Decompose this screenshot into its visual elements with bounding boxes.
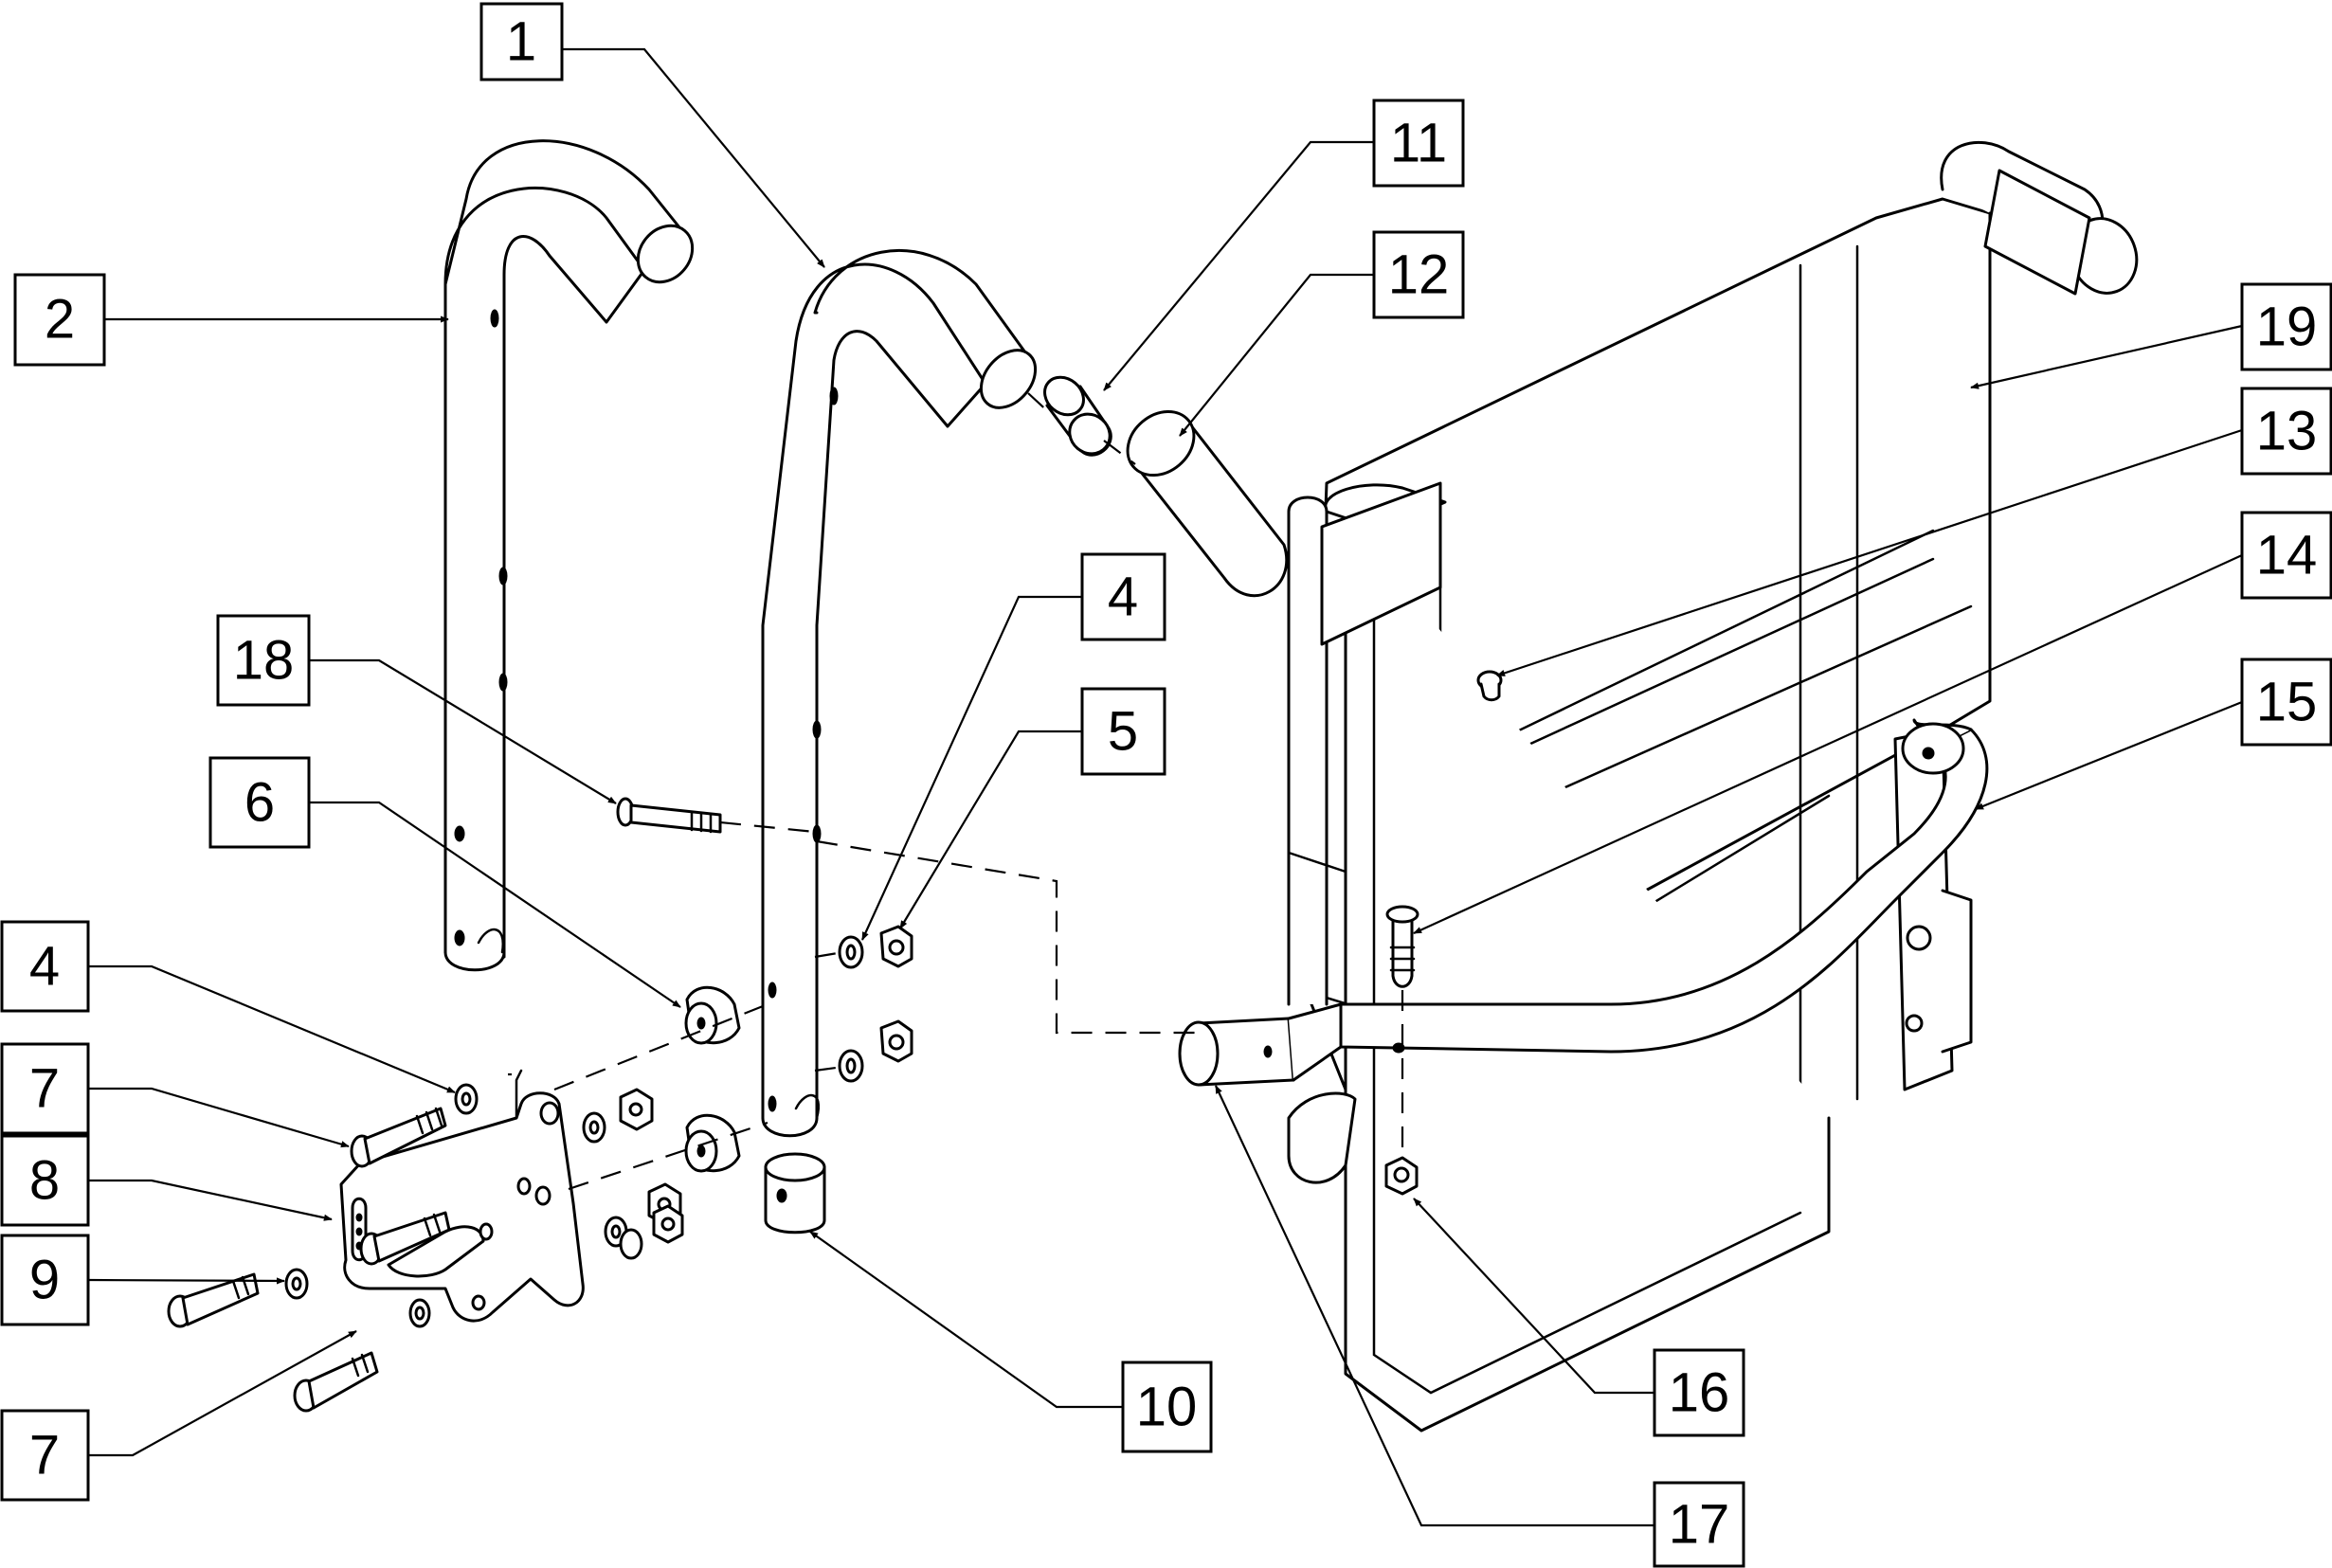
screw-part-14 [1385, 905, 1419, 988]
callout-13: 13 [2240, 387, 2332, 476]
callout-label: 19 [2256, 297, 2318, 358]
callout-label: 18 [233, 630, 295, 692]
callout-label: 4 [1108, 567, 1138, 628]
callout-label: 16 [1669, 1362, 1730, 1424]
callout-label: 11 [1390, 113, 1447, 174]
callout-4-lower: 4 [0, 920, 90, 1013]
callout-label: 7 [29, 1058, 60, 1120]
callout-11: 11 [1372, 99, 1465, 188]
leader-lines [87, 47, 2243, 1527]
callout-7-lower: 7 [0, 1409, 90, 1502]
callout-label: 14 [2256, 525, 2318, 586]
assembly-lines [508, 392, 1404, 1191]
callout-8: 8 [0, 1134, 90, 1227]
callout-7-upper: 7 [0, 1042, 90, 1135]
callout-label: 9 [29, 1250, 60, 1311]
callout-label: 12 [1388, 244, 1450, 306]
callout-16: 16 [1653, 1348, 1745, 1437]
callout-label: 10 [1136, 1377, 1198, 1438]
callout-6: 6 [208, 756, 311, 849]
armrest-tube-part-2 [443, 139, 695, 972]
callout-10: 10 [1121, 1361, 1213, 1453]
callout-17: 17 [1653, 1481, 1745, 1568]
callout-5: 5 [1080, 687, 1166, 776]
receiver-pin-part-17 [1178, 1002, 1343, 1087]
callout-2: 2 [13, 273, 106, 367]
screw-part-13 [1476, 670, 1503, 702]
callout-4-upper: 4 [1080, 552, 1166, 641]
callout-15: 15 [2240, 658, 2332, 747]
mounting-bracket-part-8 [339, 1069, 585, 1323]
tube-clip [1287, 1091, 1357, 1184]
spacer-sleeve-part-10 [764, 1152, 826, 1235]
side-panel-assembly-part-19 [1287, 140, 2139, 1433]
armrest-tube-part-1 [761, 249, 1038, 1138]
callout-12: 12 [1372, 230, 1465, 319]
end-plug-part-11 [1043, 375, 1112, 457]
callout-19: 19 [2240, 282, 2332, 371]
callout-label: 15 [2256, 672, 2318, 733]
callout-label: 13 [2256, 401, 2318, 462]
washers-nuts-parts-4-5 [838, 925, 913, 1083]
callout-label: 4 [29, 936, 60, 998]
bolts-washers-parts-7-9 [167, 1083, 684, 1413]
callout-14: 14 [2240, 511, 2332, 600]
handle-grip-part-12 [1126, 409, 1289, 598]
callout-label: 17 [1669, 1494, 1730, 1556]
callout-label: 8 [29, 1150, 60, 1212]
callout-label: 1 [506, 11, 536, 73]
callout-18: 18 [216, 614, 311, 707]
nut-part-16 [1384, 1156, 1419, 1196]
callout-label: 2 [45, 289, 75, 351]
callout-9: 9 [0, 1234, 90, 1326]
callout-label: 5 [1108, 701, 1138, 763]
bolt-part-18 [616, 797, 722, 834]
receiver-tube-part-15 [1339, 718, 1989, 1054]
bumper-part-6 [684, 985, 741, 1173]
callout-label: 6 [244, 772, 275, 834]
callout-label: 7 [29, 1425, 60, 1487]
callout-1: 1 [479, 2, 564, 81]
